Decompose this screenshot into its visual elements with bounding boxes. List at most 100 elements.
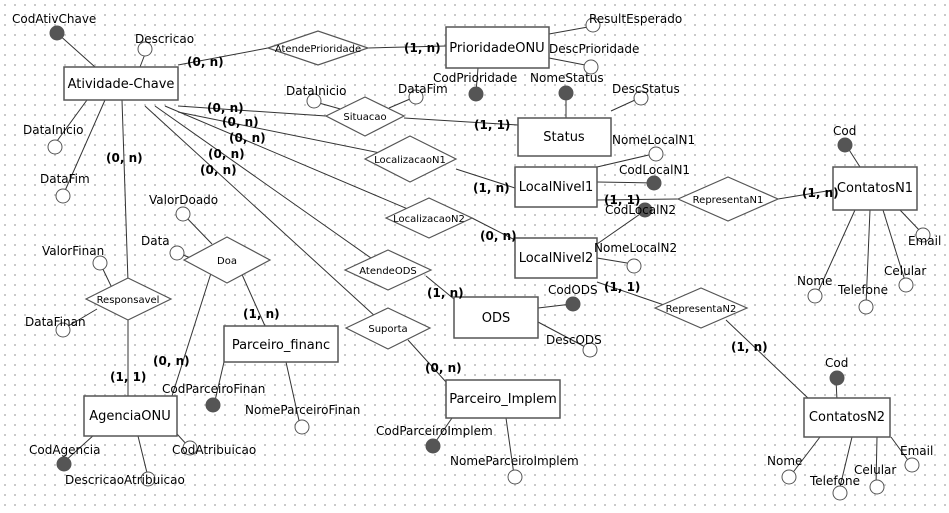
attribute-marker[interactable] — [585, 17, 601, 33]
attribute-marker[interactable] — [175, 206, 191, 222]
attribute-label: CodPrioridade — [433, 71, 517, 85]
relationship-situacao[interactable]: Situacao — [324, 96, 406, 137]
cardinality-label: (0, n) — [222, 115, 259, 129]
cardinality-label: (1, 1) — [604, 280, 640, 294]
relationship-suporta[interactable]: Suporta — [344, 307, 432, 350]
cardinality-label: (1, n) — [473, 181, 510, 195]
entity-parceiro-financ[interactable]: Parceiro_financ — [223, 325, 339, 363]
entity-ods[interactable]: ODS — [453, 296, 539, 339]
entity-local-nivel2[interactable]: LocalNivel2 — [514, 237, 598, 279]
entity-label: ODS — [482, 311, 511, 326]
key-attribute-marker[interactable] — [425, 438, 441, 454]
entity-label: AgenciaONU — [89, 409, 171, 424]
entity-local-nivel1[interactable]: LocalNivel1 — [514, 166, 598, 208]
attribute-label: ValorFinan — [42, 244, 104, 258]
attribute-marker[interactable] — [858, 299, 874, 315]
key-attribute-marker[interactable] — [49, 25, 65, 41]
entity-status[interactable]: Status — [517, 117, 612, 157]
cardinality-label: (0, n) — [425, 361, 462, 375]
key-attribute-marker[interactable] — [468, 86, 484, 102]
relationship-localizacao-n1[interactable]: LocalizacaoN1 — [363, 135, 458, 183]
relationship-responsavel[interactable]: Responsavel — [84, 277, 173, 321]
attribute-marker[interactable] — [582, 342, 598, 358]
attribute-marker[interactable] — [55, 188, 71, 204]
relationship-doa[interactable]: Doa — [182, 236, 272, 284]
key-attribute-marker[interactable] — [837, 137, 853, 153]
attribute-marker[interactable] — [832, 485, 848, 501]
relationship-representa-n2[interactable]: RepresentaN2 — [653, 287, 749, 329]
attribute-marker[interactable] — [294, 419, 310, 435]
attribute-marker[interactable] — [306, 93, 322, 109]
cardinality-labels: (0, n) (1, n) (0, n) (1, 1) (0, n) (1, n… — [106, 41, 839, 384]
key-attribute-marker[interactable] — [56, 456, 72, 472]
relationship-label: AtendePrioridade — [275, 44, 361, 55]
entity-prioridade-onu[interactable]: PrioridadeONU — [445, 26, 550, 69]
entity-label: PrioridadeONU — [449, 41, 544, 56]
cardinality-label: (1, n) — [731, 340, 768, 354]
cardinality-label: (1, 1) — [474, 118, 510, 132]
attribute-labels: CodAtivChave Descricao DataInicio DataFi… — [12, 12, 941, 488]
attribute-label: NomeLocalN1 — [612, 133, 695, 147]
attribute-marker[interactable] — [904, 457, 920, 473]
key-attribute-marker[interactable] — [565, 296, 581, 312]
attribute-label: Email — [900, 444, 933, 458]
attribute-label: DataInicio — [23, 123, 83, 137]
key-attribute-marker[interactable] — [646, 175, 662, 191]
attribute-marker[interactable] — [92, 255, 108, 271]
entity-parceiro-implem[interactable]: Parceiro_Implem — [445, 379, 561, 419]
key-attribute-marker[interactable] — [829, 370, 845, 386]
key-attribute-marker[interactable] — [558, 85, 574, 101]
attribute-marker[interactable] — [869, 479, 885, 495]
attribute-label: DescStatus — [612, 82, 680, 96]
relationship-label: Doa — [217, 256, 237, 267]
entity-agencia-onu[interactable]: AgenciaONU — [83, 395, 178, 437]
attribute-marker[interactable] — [169, 245, 185, 261]
attribute-marker[interactable] — [507, 469, 523, 485]
relationship-atende-prioridade[interactable]: AtendePrioridade — [266, 30, 370, 66]
cardinality-label: (0, n) — [106, 151, 143, 165]
attribute-marker[interactable] — [648, 146, 664, 162]
attribute-marker[interactable] — [898, 277, 914, 293]
entity-atividade-chave[interactable]: Atividade-Chave — [63, 66, 179, 101]
attribute-label: CodParceiroImplem — [376, 424, 493, 438]
key-attribute-marker[interactable] — [205, 397, 221, 413]
attribute-marker[interactable] — [408, 89, 424, 105]
attribute-label: ValorDoado — [149, 193, 218, 207]
attribute-marker[interactable] — [55, 322, 71, 338]
relationship-atende-ods[interactable]: AtendeODS — [343, 249, 433, 291]
attribute-marker[interactable] — [137, 41, 153, 57]
entity-label: LocalNivel1 — [519, 180, 594, 195]
cardinality-label: (1, 1) — [110, 370, 146, 384]
cardinality-label: (0, n) — [208, 147, 245, 161]
relationship-localizacao-n2[interactable]: LocalizacaoN2 — [384, 197, 474, 239]
cardinality-label: (0, n) — [229, 131, 266, 145]
attribute-marker[interactable] — [140, 471, 156, 487]
relationship-label: RepresentaN1 — [693, 195, 764, 206]
attribute-marker[interactable] — [633, 90, 649, 106]
attribute-label: Telefone — [837, 283, 888, 297]
attribute-marker[interactable] — [182, 440, 198, 456]
key-attribute-marker[interactable] — [637, 202, 653, 218]
attribute-label: DataFim — [40, 172, 90, 186]
attribute-marker[interactable] — [915, 227, 931, 243]
attribute-label: Data — [141, 234, 170, 248]
attribute-marker[interactable] — [47, 139, 63, 155]
attribute-marker[interactable] — [781, 469, 797, 485]
attribute-label: Celular — [884, 264, 926, 278]
cardinality-label: (0, n) — [187, 55, 224, 69]
entity-contatos-n1[interactable]: ContatosN1 — [832, 166, 918, 211]
attribute-label: CodLocalN2 — [605, 203, 676, 217]
attribute-label: CodParceiroFinan — [162, 382, 265, 396]
relationship-label: Situacao — [343, 112, 386, 123]
cardinality-label: (1, n) — [427, 286, 464, 300]
attribute-markers — [47, 17, 931, 501]
entity-label: Atividade-Chave — [68, 77, 175, 92]
attribute-label: Celular — [854, 463, 896, 477]
entity-contatos-n2[interactable]: ContatosN2 — [803, 397, 891, 438]
attribute-marker[interactable] — [807, 288, 823, 304]
cardinality-label: (0, n) — [480, 229, 517, 243]
attribute-marker[interactable] — [626, 258, 642, 274]
relationship-label: RepresentaN2 — [666, 304, 737, 315]
attribute-marker[interactable] — [583, 59, 599, 75]
relationship-representa-n1[interactable]: RepresentaN1 — [676, 176, 780, 222]
